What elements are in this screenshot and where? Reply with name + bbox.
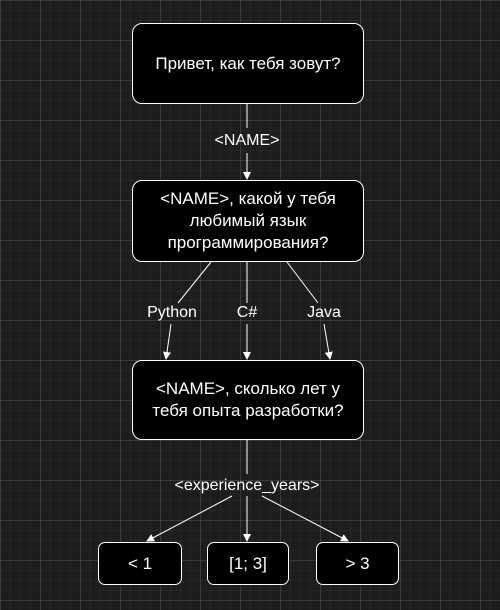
connector-years-to-less-than-one — [146, 495, 233, 542]
edge-label-experience-years: <experience_years> — [174, 477, 320, 494]
node-experience-question[interactable]: <NAME>, сколько лет у тебя опыта разрабо… — [132, 360, 364, 440]
connector-language-to-java — [286, 261, 319, 304]
connector-years-to-more-than-three — [261, 495, 349, 542]
node-one-to-three[interactable]: [1; 3] — [207, 542, 289, 585]
node-greeting-text: Привет, как тебя зовут? — [155, 53, 341, 73]
node-greeting[interactable]: Привет, как тебя зовут? — [132, 23, 364, 104]
node-one-to-three-text: [1; 3] — [229, 553, 267, 573]
connector-language-to-python — [177, 261, 212, 304]
node-language-question[interactable]: <NAME>, какой у тебя любимый язык програ… — [132, 180, 364, 262]
node-language-question-text: <NAME>, какой у тебя любимый язык програ… — [160, 189, 336, 252]
node-less-than-one-text: < 1 — [127, 553, 153, 573]
edge-label-python: Python — [147, 304, 197, 321]
node-less-than-one[interactable]: < 1 — [98, 542, 182, 585]
edge-label-csharp: C# — [236, 304, 258, 321]
node-experience-question-text: <NAME>, сколько лет у тебя опыта разрабо… — [152, 379, 344, 420]
node-more-than-three-text: > 3 — [345, 553, 370, 573]
node-more-than-three[interactable]: > 3 — [316, 542, 399, 585]
edge-label-name: <NAME> — [214, 132, 280, 149]
connector-python-to-experience — [163, 323, 172, 360]
edge-label-java: Java — [307, 304, 341, 321]
connector-java-to-experience — [323, 323, 333, 360]
